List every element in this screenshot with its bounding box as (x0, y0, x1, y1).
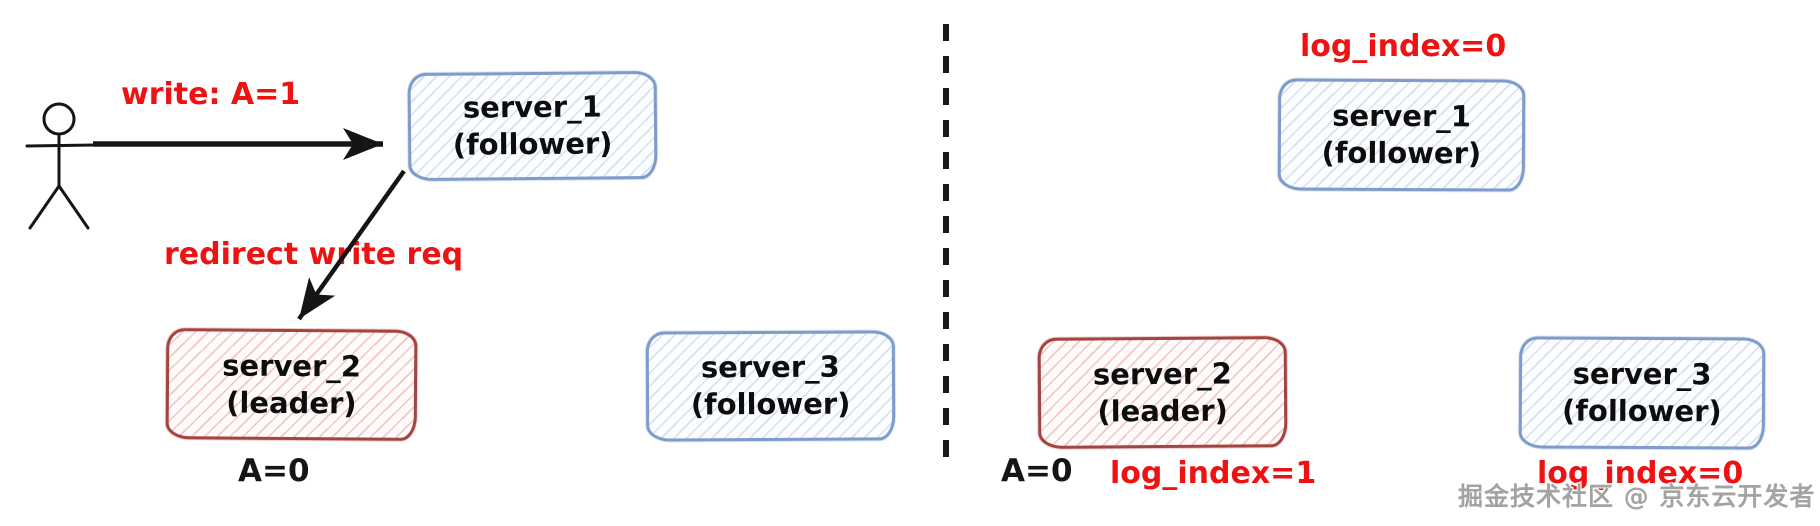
log-index-server-2-label: log_index=1 (1110, 456, 1317, 491)
server-role: (follower) (1562, 393, 1722, 429)
site-watermark: 掘金技术社区 @ 京东云开发者 (1458, 482, 1816, 511)
server-2-right-box: server_2 (leader) (1037, 336, 1288, 449)
server-role: (follower) (690, 386, 851, 422)
value-label-right: A=0 (1001, 453, 1073, 489)
server-name: server_1 (1332, 98, 1472, 134)
server-3-left-box: server_3 (follower) (645, 330, 896, 442)
server-role: (leader) (226, 385, 357, 420)
server-name: server_1 (462, 89, 602, 125)
server-role: (follower) (1321, 135, 1482, 171)
redirect-write-label: redirect write req (164, 237, 464, 272)
server-3-right-box: server_3 (follower) (1518, 336, 1766, 450)
server-name: server_3 (1572, 356, 1712, 392)
server-name: server_3 (700, 349, 840, 385)
client-stick-figure-icon (25, 102, 97, 230)
server-2-left-box: server_2 (leader) (165, 328, 418, 441)
write-request-label: write: A=1 (121, 77, 301, 112)
log-index-server-3-label: log_index=0 (1537, 456, 1744, 491)
server-role: (follower) (452, 126, 613, 162)
server-name: server_2 (222, 348, 362, 383)
log-index-server-1-label: log_index=0 (1300, 29, 1507, 64)
server-role: (leader) (1097, 393, 1228, 428)
server-name: server_2 (1092, 356, 1232, 391)
server-1-left-box: server_1 (follower) (407, 70, 658, 182)
server-1-right-box: server_1 (follower) (1277, 78, 1526, 192)
value-label-left: A=0 (238, 453, 310, 489)
